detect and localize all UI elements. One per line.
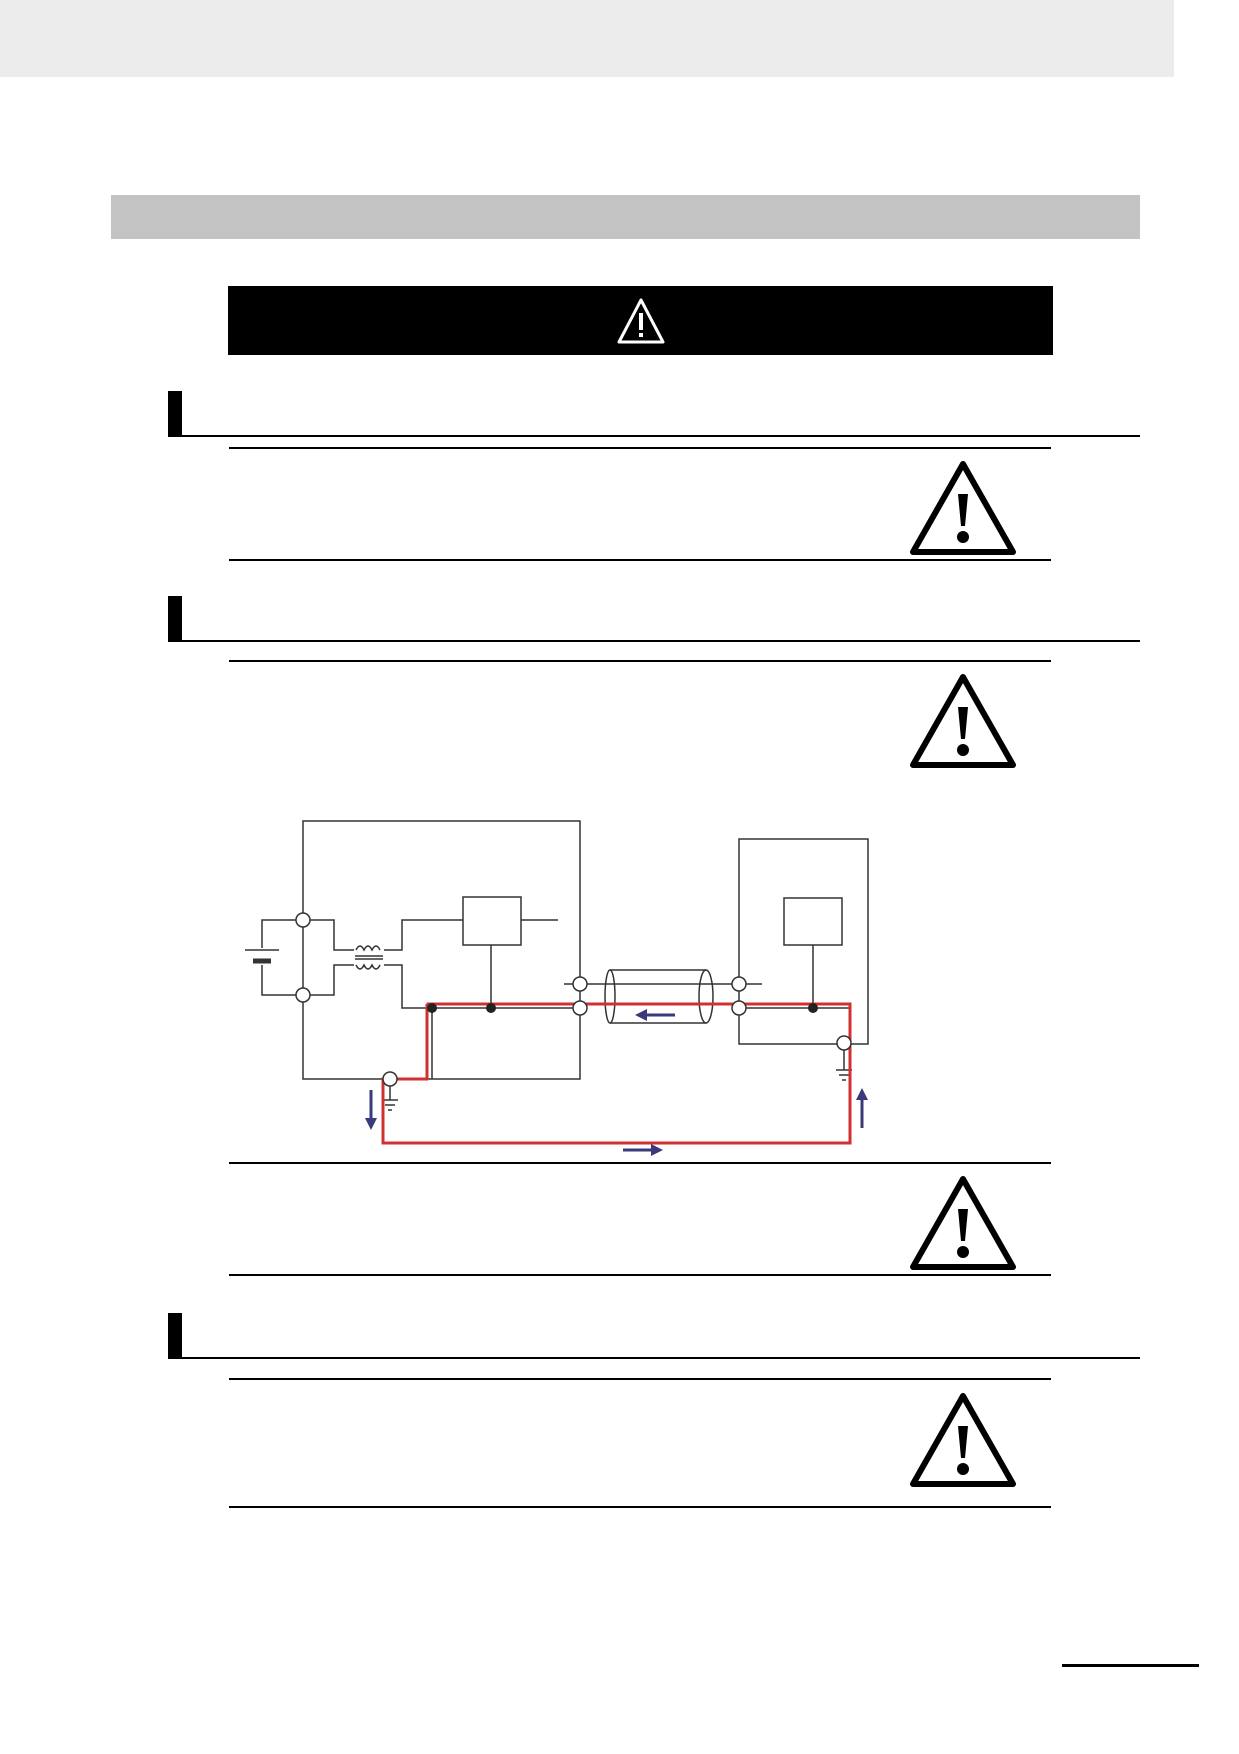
subsection-heading-3 bbox=[168, 1313, 1140, 1359]
precaution-box-top-rule bbox=[229, 660, 1051, 662]
left-internal-block bbox=[462, 896, 522, 946]
heading-marker bbox=[168, 596, 182, 640]
right-internal-block bbox=[783, 897, 843, 946]
caution-triangle-icon bbox=[910, 674, 1016, 768]
subsection-heading-1 bbox=[168, 391, 1140, 437]
right-device-enclosure bbox=[738, 838, 869, 1045]
caution-triangle-icon bbox=[910, 1393, 1016, 1487]
footer-rule bbox=[1062, 1664, 1199, 1667]
precaution-box-top-rule bbox=[229, 1162, 1051, 1164]
left-device-enclosure bbox=[302, 820, 581, 1080]
precaution-box-top-rule bbox=[229, 447, 1051, 449]
precaution-box-bottom-rule bbox=[229, 1274, 1051, 1276]
precaution-box-bottom-rule bbox=[229, 559, 1051, 561]
page-header-band bbox=[0, 0, 1174, 77]
warning-banner bbox=[228, 286, 1053, 355]
warning-triangle-icon bbox=[617, 298, 664, 343]
caution-triangle-icon bbox=[910, 461, 1016, 555]
heading-marker bbox=[168, 1313, 182, 1357]
heading-marker bbox=[168, 391, 182, 435]
precaution-box-top-rule bbox=[229, 1378, 1051, 1380]
ground-loop-wiring-diagram bbox=[245, 820, 869, 1156]
section-title-band bbox=[111, 195, 1140, 239]
caution-triangle-icon bbox=[910, 1176, 1016, 1270]
subsection-heading-2 bbox=[168, 596, 1140, 642]
precaution-box-bottom-rule bbox=[229, 1506, 1051, 1508]
ground-loop-current-path bbox=[381, 1002, 852, 1145]
